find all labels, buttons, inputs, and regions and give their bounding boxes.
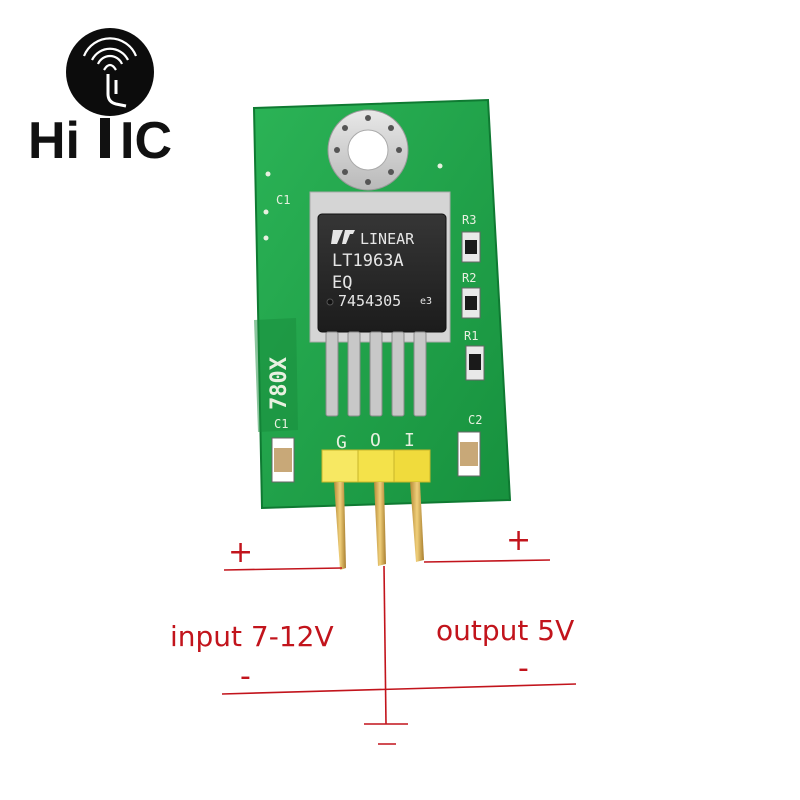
chip-part-number: LT1963A xyxy=(332,251,404,271)
ground-rail-line xyxy=(221,683,577,695)
pin-label-i: I xyxy=(404,430,415,451)
pin1-dot xyxy=(326,298,334,306)
logo-text-right: IC xyxy=(120,112,172,170)
regulator-chip: LINEAR LT1963A EQ 7454305 e3 xyxy=(317,213,447,333)
plus-left: + xyxy=(228,535,253,570)
minus-left: - xyxy=(240,659,251,694)
logo-divider-bar xyxy=(100,118,110,158)
label-c2: C2 xyxy=(468,413,482,427)
minus-right: - xyxy=(518,651,529,686)
chip-mark: e3 xyxy=(420,296,432,307)
pin-label-o: O xyxy=(370,430,381,451)
mounting-hole xyxy=(347,129,389,171)
label-model: 780X xyxy=(267,357,292,410)
linear-logo-icon xyxy=(331,230,355,244)
pcb-dots xyxy=(263,163,443,241)
ground-line xyxy=(383,565,387,725)
wiring-annotations xyxy=(221,559,577,745)
input-positive-line xyxy=(223,567,343,571)
output-positive-line xyxy=(423,559,551,563)
input-label: input 7-12V xyxy=(170,620,334,653)
mounting-tab xyxy=(327,109,409,191)
chip-suffix: EQ xyxy=(332,273,352,293)
label-r1: R1 xyxy=(464,329,478,343)
pin-header xyxy=(321,449,431,483)
annotation-text: + + input 7-12V output 5V - - xyxy=(170,523,574,694)
header-pins xyxy=(334,482,424,570)
logo-circle xyxy=(66,28,154,116)
logo-text-left: Hi xyxy=(28,112,80,170)
hi-ic-logo: Hi IC xyxy=(28,28,172,170)
chip-legs xyxy=(325,331,427,417)
pin-label-g: G xyxy=(336,432,347,453)
hand-signal-icon xyxy=(82,37,138,108)
silkscreen: C1 R3 R2 R1 C1 C2 780X G O I xyxy=(267,193,482,453)
chip-brand: LINEAR xyxy=(360,230,415,248)
resistors xyxy=(461,231,485,381)
plus-right: + xyxy=(506,523,531,558)
label-c1-top: C1 xyxy=(276,193,290,207)
label-r2: R2 xyxy=(462,271,476,285)
label-r3: R3 xyxy=(462,213,476,227)
output-label: output 5V xyxy=(436,614,574,647)
capacitors xyxy=(271,431,481,483)
chip-lot-code: 7454305 xyxy=(338,292,401,310)
label-c1-bottom: C1 xyxy=(274,417,288,431)
